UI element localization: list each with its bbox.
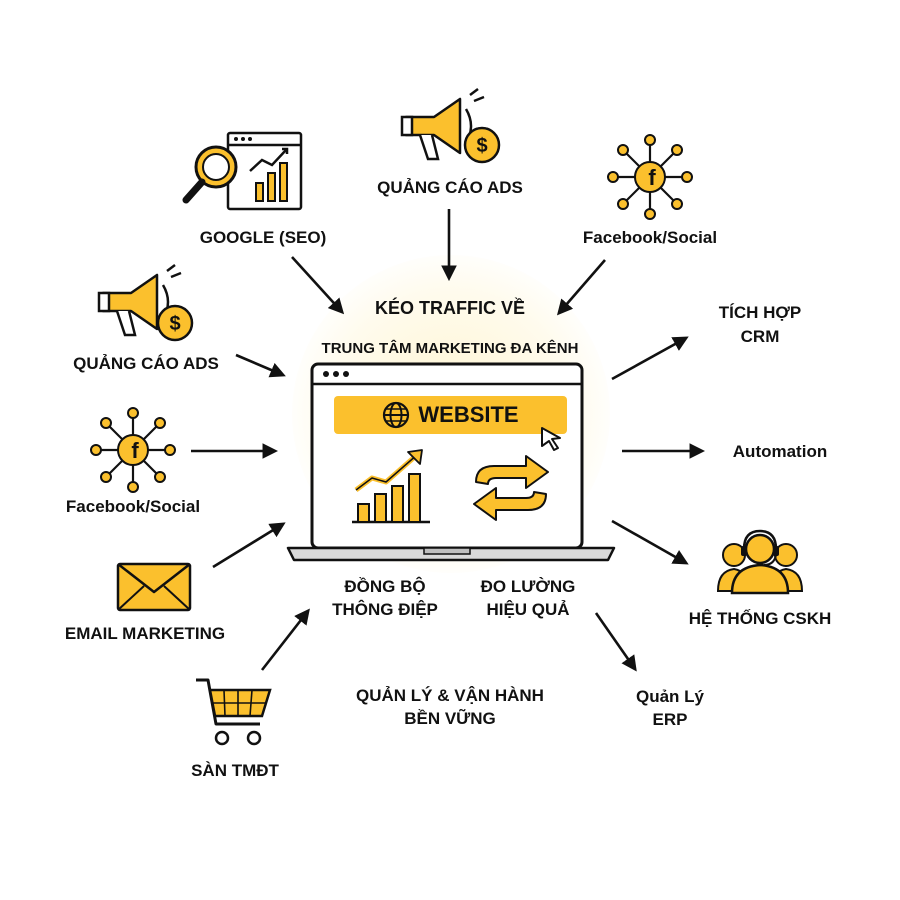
- arrow-email: [212, 522, 286, 569]
- svg-text:$: $: [169, 313, 180, 335]
- arrow-ads-left: [235, 353, 286, 378]
- svg-text:$: $: [476, 135, 487, 157]
- arrow-ecommerce: [260, 608, 310, 671]
- arrow-crm: [611, 336, 689, 381]
- arrow-erp: [594, 612, 637, 672]
- seo-analytics-icon: [182, 131, 303, 211]
- svg-text:f: f: [131, 438, 139, 463]
- label-cskh: HỆ THỐNG CSKH: [688, 609, 832, 628]
- label-email: EMAIL MARKETING: [64, 624, 226, 643]
- arrow-cskh: [611, 519, 689, 565]
- shopping-cart-icon: [196, 678, 272, 746]
- growth-chart-icon: [352, 449, 430, 524]
- megaphone-dollar-icon: $: [400, 88, 501, 164]
- envelope-icon: [116, 562, 192, 612]
- label-google-seo: GOOGLE (SEO): [199, 228, 327, 247]
- facebook-network-icon: f: [90, 407, 176, 493]
- label-measure-1: ĐO LƯỜNG: [480, 577, 576, 596]
- label-sync-1: ĐỒNG BỘ: [344, 577, 426, 596]
- label-manage-1: QUẢN LÝ & VẬN HÀNH: [356, 686, 544, 705]
- label-sync-2: THÔNG ĐIỆP: [332, 600, 438, 619]
- globe-icon: [383, 401, 410, 429]
- label-crm-1: TÍCH HỢP: [718, 303, 802, 322]
- cursor-icon: [541, 427, 561, 451]
- label-crm-2: CRM: [740, 327, 780, 346]
- center-heading: KÉO TRAFFIC VỀ: [374, 298, 525, 318]
- arrow-facebook-top: [556, 259, 606, 316]
- label-erp-1: Quản Lý: [635, 687, 704, 706]
- label-ads-top: QUẢNG CÁO ADS: [377, 178, 523, 197]
- customer-support-icon: [716, 529, 804, 595]
- label-automation: Automation: [732, 442, 828, 461]
- label-ecommerce: SÀN TMĐT: [191, 761, 279, 780]
- label-measure-2: HIỆU QUẢ: [486, 600, 570, 619]
- center-subheading: TRUNG TÂM MARKETING ĐA KÊNH: [321, 340, 579, 357]
- label-facebook-left: Facebook/Social: [65, 497, 201, 516]
- sync-arrows-icon: [473, 455, 549, 521]
- website-label: WEBSITE: [418, 402, 519, 427]
- website-banner: WEBSITE: [334, 396, 567, 434]
- label-facebook-top: Facebook/Social: [582, 228, 718, 247]
- megaphone-dollar-icon: $: [97, 264, 194, 342]
- svg-text:f: f: [648, 165, 656, 190]
- label-manage-2: BỀN VỮNG: [404, 709, 496, 728]
- arrow-seo: [291, 256, 345, 315]
- label-erp-2: ERP: [652, 710, 688, 729]
- label-ads-left: QUẢNG CÁO ADS: [73, 354, 219, 373]
- facebook-network-icon: f: [607, 134, 693, 220]
- laptop-icon: [286, 362, 616, 562]
